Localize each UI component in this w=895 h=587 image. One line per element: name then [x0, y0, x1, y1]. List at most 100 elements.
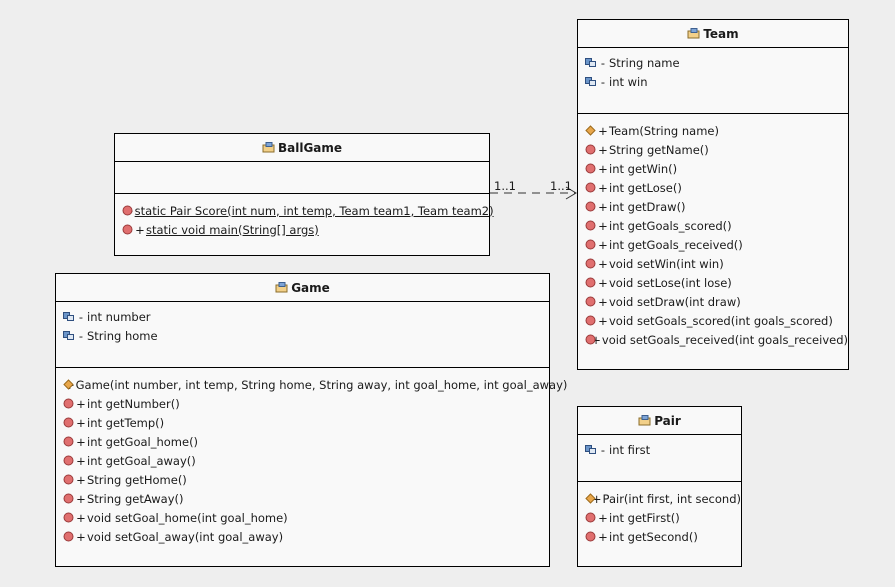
visibility-marker: -	[600, 442, 606, 457]
class-pair[interactable]: Pair -int first +Pair(int first, int sec…	[577, 406, 742, 567]
method-icon	[63, 436, 74, 447]
operation-row[interactable]: +String getHome()	[56, 470, 549, 489]
visibility-marker: +	[598, 123, 608, 138]
operation-row[interactable]: +int getGoal_home()	[56, 432, 549, 451]
method-icon	[585, 182, 596, 193]
class-icon	[687, 28, 700, 39]
visibility-marker: +	[598, 218, 608, 233]
operation-row[interactable]: +void setGoal_home(int goal_home)	[56, 508, 549, 527]
method-icon	[63, 398, 74, 409]
operation-row[interactable]: +int getWin()	[578, 159, 848, 178]
class-ballgame-title[interactable]: BallGame	[115, 134, 489, 162]
operation-row[interactable]: +void setDraw(int draw)	[578, 292, 848, 311]
operation-text: String getHome()	[87, 472, 187, 487]
attribute-row[interactable]: -int number	[56, 307, 549, 326]
operation-text: Team(String name)	[609, 123, 719, 138]
method-icon	[63, 455, 74, 466]
operation-row[interactable]: +int getTemp()	[56, 413, 549, 432]
operation-text: int getLose()	[609, 180, 682, 195]
class-pair-attributes: -int first	[578, 435, 741, 482]
visibility-marker: +	[76, 510, 86, 525]
operation-row[interactable]: +void setLose(int lose)	[578, 273, 848, 292]
operation-row[interactable]: +static void main(String[] args)	[115, 220, 489, 239]
method-icon	[585, 512, 596, 523]
operation-row[interactable]: +Pair(int first, int second)	[578, 489, 741, 508]
method-icon	[63, 512, 74, 523]
class-game-operations: + Game(int number, int temp, String home,…	[56, 368, 567, 546]
class-icon	[262, 142, 275, 153]
operation-text: void setDraw(int draw)	[609, 294, 741, 309]
visibility-marker: +	[598, 510, 608, 525]
operation-row[interactable]: +int getGoals_received()	[578, 235, 848, 254]
method-icon	[122, 224, 133, 235]
operation-row[interactable]: +int getSecond()	[578, 527, 741, 546]
visibility-marker: -	[78, 328, 84, 343]
visibility-marker: +	[598, 161, 608, 176]
operation-row[interactable]: +int getGoals_scored()	[578, 216, 848, 235]
operation-text: void setGoal_home(int goal_home)	[87, 510, 288, 525]
method-icon	[585, 315, 596, 326]
method-icon	[585, 163, 596, 174]
association-arrowhead	[565, 186, 577, 200]
class-ballgame[interactable]: BallGame +static Pair Score(int num, int…	[114, 133, 494, 256]
visibility-marker: +	[76, 453, 86, 468]
operation-text: void setWin(int win)	[609, 256, 724, 271]
method-icon	[63, 474, 74, 485]
class-pair-title[interactable]: Pair	[578, 407, 741, 435]
visibility-marker: +	[76, 434, 86, 449]
class-team-name: Team	[703, 26, 739, 41]
operation-row[interactable]: +void setWin(int win)	[578, 254, 848, 273]
class-game-attributes: -int number-String home	[56, 302, 549, 368]
operation-text: String getAway()	[87, 491, 184, 506]
class-ballgame-name: BallGame	[277, 140, 343, 155]
visibility-marker: +	[598, 237, 608, 252]
operation-row[interactable]: +int getNumber()	[56, 394, 549, 413]
class-game-name: Game	[291, 280, 330, 295]
attribute-text: int number	[87, 309, 151, 324]
operation-row[interactable]: +String getName()	[578, 140, 848, 159]
operation-text: String getName()	[609, 142, 709, 157]
method-icon	[585, 220, 596, 231]
operation-row[interactable]: +static Pair Score(int num, int temp, Te…	[115, 201, 494, 220]
operation-row[interactable]: +int getDraw()	[578, 197, 848, 216]
visibility-marker: -	[78, 309, 84, 324]
field-icon	[585, 57, 596, 68]
attribute-row[interactable]: -String name	[578, 53, 848, 72]
class-game[interactable]: Game -int number-String home +Game(int n…	[55, 273, 567, 567]
operation-text: void setGoals_scored(int goals_scored)	[609, 313, 833, 328]
operation-text: Game(int number, int temp, String home, …	[75, 377, 568, 392]
method-icon	[585, 531, 596, 542]
operation-row[interactable]: +void setGoal_away(int goal_away)	[56, 527, 549, 546]
constructor-icon	[585, 125, 596, 136]
attribute-row[interactable]: -int win	[578, 72, 848, 91]
class-team[interactable]: Team -String name-int win +Team(String n…	[577, 19, 849, 370]
operation-row[interactable]: +void setGoals_scored(int goals_scored)	[578, 311, 848, 330]
visibility-marker: +	[76, 472, 86, 487]
visibility-marker: +	[598, 180, 608, 195]
visibility-marker: +	[598, 142, 608, 157]
visibility-marker: +	[598, 199, 608, 214]
attribute-text: String name	[609, 55, 680, 70]
operation-row[interactable]: +int getFirst()	[578, 508, 741, 527]
operation-text: static Pair Score(int num, int temp, Tea…	[134, 203, 494, 218]
class-pair-name: Pair	[654, 413, 681, 428]
class-game-title[interactable]: Game	[56, 274, 549, 302]
attribute-text: int win	[609, 74, 648, 89]
class-team-title[interactable]: Team	[578, 20, 848, 48]
operation-row[interactable]: +void setGoals_received(int goals_receiv…	[578, 330, 848, 349]
operation-row[interactable]: +int getLose()	[578, 178, 848, 197]
operation-row[interactable]: +Team(String name)	[578, 121, 848, 140]
visibility-marker: -	[600, 74, 606, 89]
attribute-row[interactable]: -int first	[578, 440, 741, 459]
operation-row[interactable]: +String getAway()	[56, 489, 549, 508]
method-icon	[63, 417, 74, 428]
operation-row[interactable]: +int getGoal_away()	[56, 451, 549, 470]
visibility-marker: +	[76, 529, 86, 544]
attribute-row[interactable]: -String home	[56, 326, 549, 345]
visibility-marker: +	[598, 529, 608, 544]
operation-row[interactable]: +Game(int number, int temp, String home,…	[56, 375, 567, 394]
visibility-marker: +	[76, 491, 86, 506]
operation-text: int getGoal_home()	[87, 434, 199, 449]
method-icon	[585, 296, 596, 307]
